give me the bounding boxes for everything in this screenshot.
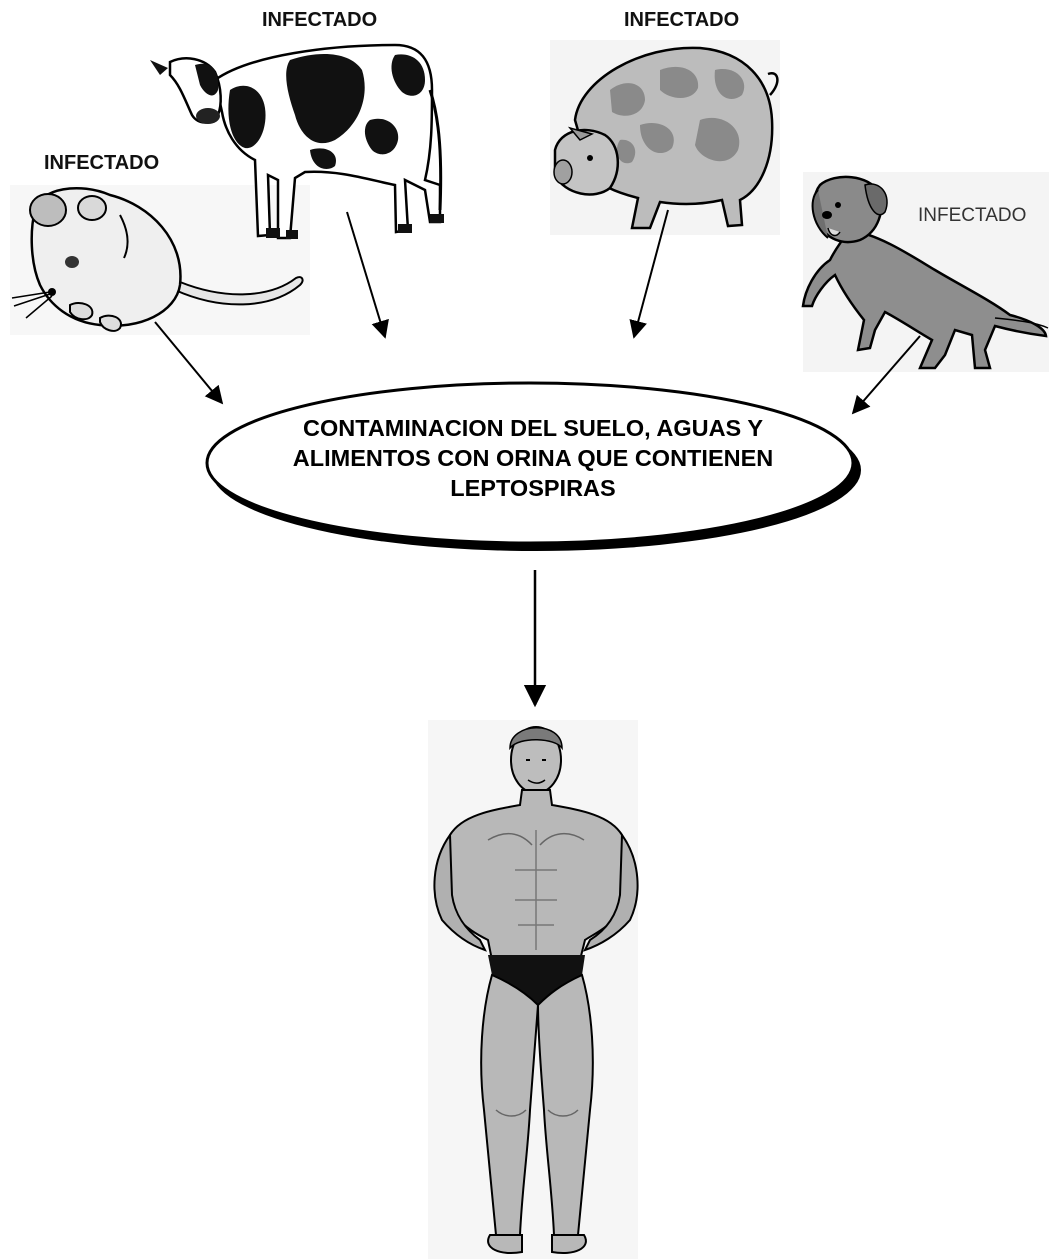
pig-icon <box>550 40 780 235</box>
contamination-text: CONTAMINACION DEL SUELO, AGUAS Y ALIMENT… <box>228 413 838 503</box>
cow-infected-label: INFECTADO <box>262 9 377 32</box>
human-icon <box>428 720 638 1259</box>
rat-infected-label: INFECTADO <box>44 152 159 175</box>
dog-icon <box>803 172 1049 372</box>
contamination-text-line1: CONTAMINACION DEL SUELO, AGUAS Y <box>228 413 838 443</box>
arrow-cow <box>347 212 385 337</box>
contamination-text-line3: LEPTOSPIRAS <box>228 473 838 503</box>
contamination-text-line2: ALIMENTOS CON ORINA QUE CONTIENEN <box>228 443 838 473</box>
dog-infected-label: INFECTADO <box>918 205 1026 227</box>
pig-infected-label: INFECTADO <box>624 9 739 32</box>
